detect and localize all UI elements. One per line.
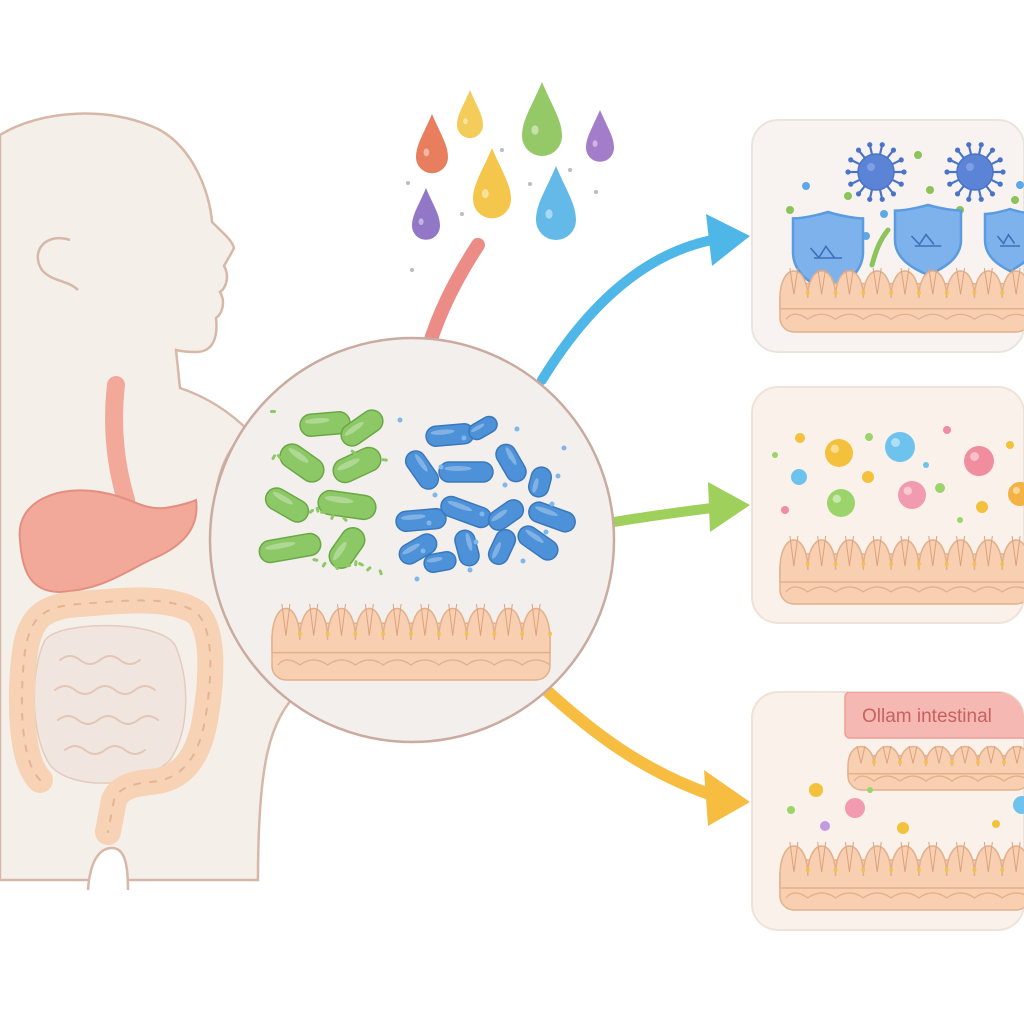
droplet-icon (416, 114, 448, 174)
droplet-icon (536, 166, 576, 240)
droplet-icon (457, 90, 483, 139)
upper-tissue-layer (847, 745, 1024, 791)
droplet-icon (522, 82, 562, 156)
droplet-group (406, 82, 614, 272)
nutrient-arrow-head (708, 482, 750, 532)
digestive-system (8, 376, 224, 845)
barrier-arrow (540, 684, 718, 801)
bacterium-icon (404, 450, 440, 490)
bacterium-icon (395, 507, 447, 533)
green-bacteria-cluster (258, 409, 388, 576)
stomach (18, 489, 198, 594)
bacterium-icon (264, 487, 310, 523)
ear-outline (36, 237, 79, 291)
intestinal-barrier-panel: Ollam intestinal (751, 691, 1024, 931)
blue-bacteria-cluster (395, 415, 576, 582)
bacterium-icon (328, 527, 366, 569)
immune-arrow (537, 235, 717, 385)
droplet-icon (473, 148, 511, 219)
immune-arrow-head (706, 214, 750, 266)
barrier-label: Ollam intestinal (862, 706, 992, 727)
barrier-arrow-head (704, 770, 750, 826)
bacterium-icon (425, 423, 475, 447)
virus-icon (944, 142, 1006, 202)
bacterium-icon (317, 489, 377, 521)
bacterium-icon (527, 466, 553, 498)
panel-tissue (779, 841, 1024, 911)
immune-defense-panel (751, 119, 1024, 353)
leg-gap (86, 846, 130, 891)
bacterium-icon (468, 415, 498, 441)
panel-tissue (779, 267, 1024, 333)
esophagus (105, 376, 135, 509)
panel-tissue (779, 535, 1024, 605)
bacterium-icon (423, 551, 457, 573)
virus-icon (845, 142, 907, 202)
molecule-dots-icon (772, 426, 1024, 523)
bacterium-icon (528, 501, 576, 533)
bacterium-icon (398, 533, 438, 565)
nutrient-arrow (609, 503, 717, 527)
bacterium-icon (517, 525, 559, 561)
small-intestine-area (33, 624, 187, 784)
bacterium-icon (454, 529, 480, 567)
virus-icon-group (845, 142, 1006, 202)
bacterium-icon (487, 499, 525, 531)
droplet-icon (586, 110, 614, 162)
bacterium-icon (438, 461, 494, 483)
droplet-icon (412, 188, 440, 240)
intestinal-tissue (271, 603, 552, 681)
shield-icon (983, 207, 1024, 273)
nutrient-metabolite-panel (751, 386, 1024, 624)
gut-zoom-circle (208, 336, 616, 744)
bacterium-icon (258, 532, 322, 564)
bacterium-icon (487, 528, 517, 566)
bacterium-icon (332, 446, 382, 484)
barrier-label-box (844, 692, 1024, 739)
bacterium-icon (340, 409, 384, 447)
bacterium-icon (279, 443, 325, 483)
bacterium-icon (299, 411, 351, 437)
